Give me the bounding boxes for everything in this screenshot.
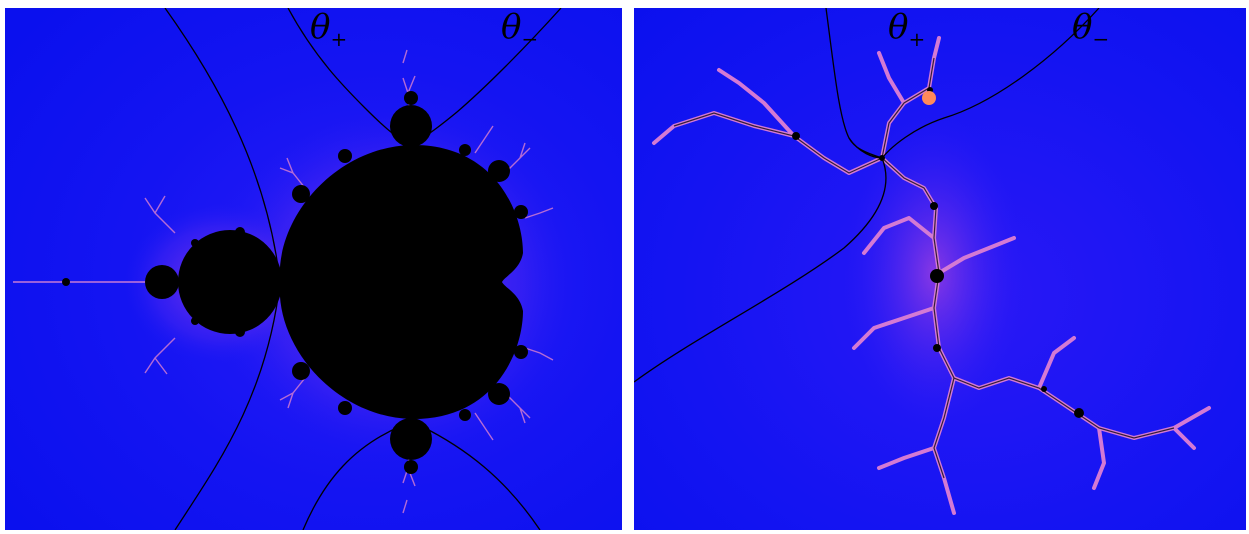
- period-4-bulb: [145, 265, 179, 299]
- bulb-bottom-small: [404, 460, 418, 474]
- mini-mandelbrot: [62, 278, 70, 286]
- ray-theta-minus: [881, 8, 1100, 159]
- dendrite-upper-branch: [877, 51, 906, 105]
- marked-critical-value: [922, 91, 936, 105]
- dendrite-mid-left: [852, 306, 936, 350]
- label-theta-minus: θ−: [1072, 8, 1109, 51]
- parameter-rays: [164, 8, 562, 530]
- ray-lower-left: [634, 157, 887, 383]
- ray-lower-left: [174, 281, 281, 530]
- ray-inner-loop: [848, 137, 883, 159]
- dendrite-lower-right: [1092, 426, 1106, 490]
- ray-theta-minus: [420, 8, 562, 140]
- dendrite-left-branch: [862, 216, 936, 255]
- label-theta-plus: θ+: [888, 8, 925, 51]
- bulb-top-small: [404, 91, 418, 105]
- period-2-bulb: [178, 230, 282, 334]
- dendrite-right-branch: [937, 236, 1016, 275]
- julia-figure: θ+ θ−: [634, 8, 1246, 530]
- label-theta-minus: θ−: [501, 8, 538, 51]
- dendrite-nodes: [792, 87, 1084, 418]
- julia-panel: θ+ θ−: [634, 8, 1246, 530]
- ray-theta-plus: [287, 8, 402, 140]
- ray-theta-plus: [825, 8, 883, 159]
- ray-lower-right: [420, 425, 541, 530]
- period-3-bulb-bottom: [390, 418, 432, 460]
- filaments: [144, 49, 554, 514]
- dendrite-upper-left-branch: [717, 68, 796, 138]
- dendrite-lower-branch: [877, 446, 936, 470]
- ray-upper-left: [164, 8, 281, 283]
- dynamic-rays: [634, 8, 1100, 383]
- main-cardioid: [279, 144, 523, 420]
- mandelbrot-panel: θ+ θ−: [5, 8, 622, 530]
- dendrite-upper-right: [1037, 336, 1076, 390]
- mandelbrot-figure: θ+ θ−: [5, 8, 622, 530]
- period-3-bulb-top: [390, 105, 432, 147]
- label-theta-plus: θ+: [310, 8, 347, 51]
- dendrite-far-right: [1172, 426, 1196, 450]
- ray-lower-middle: [302, 425, 402, 530]
- secondary-bulbs: [191, 144, 528, 421]
